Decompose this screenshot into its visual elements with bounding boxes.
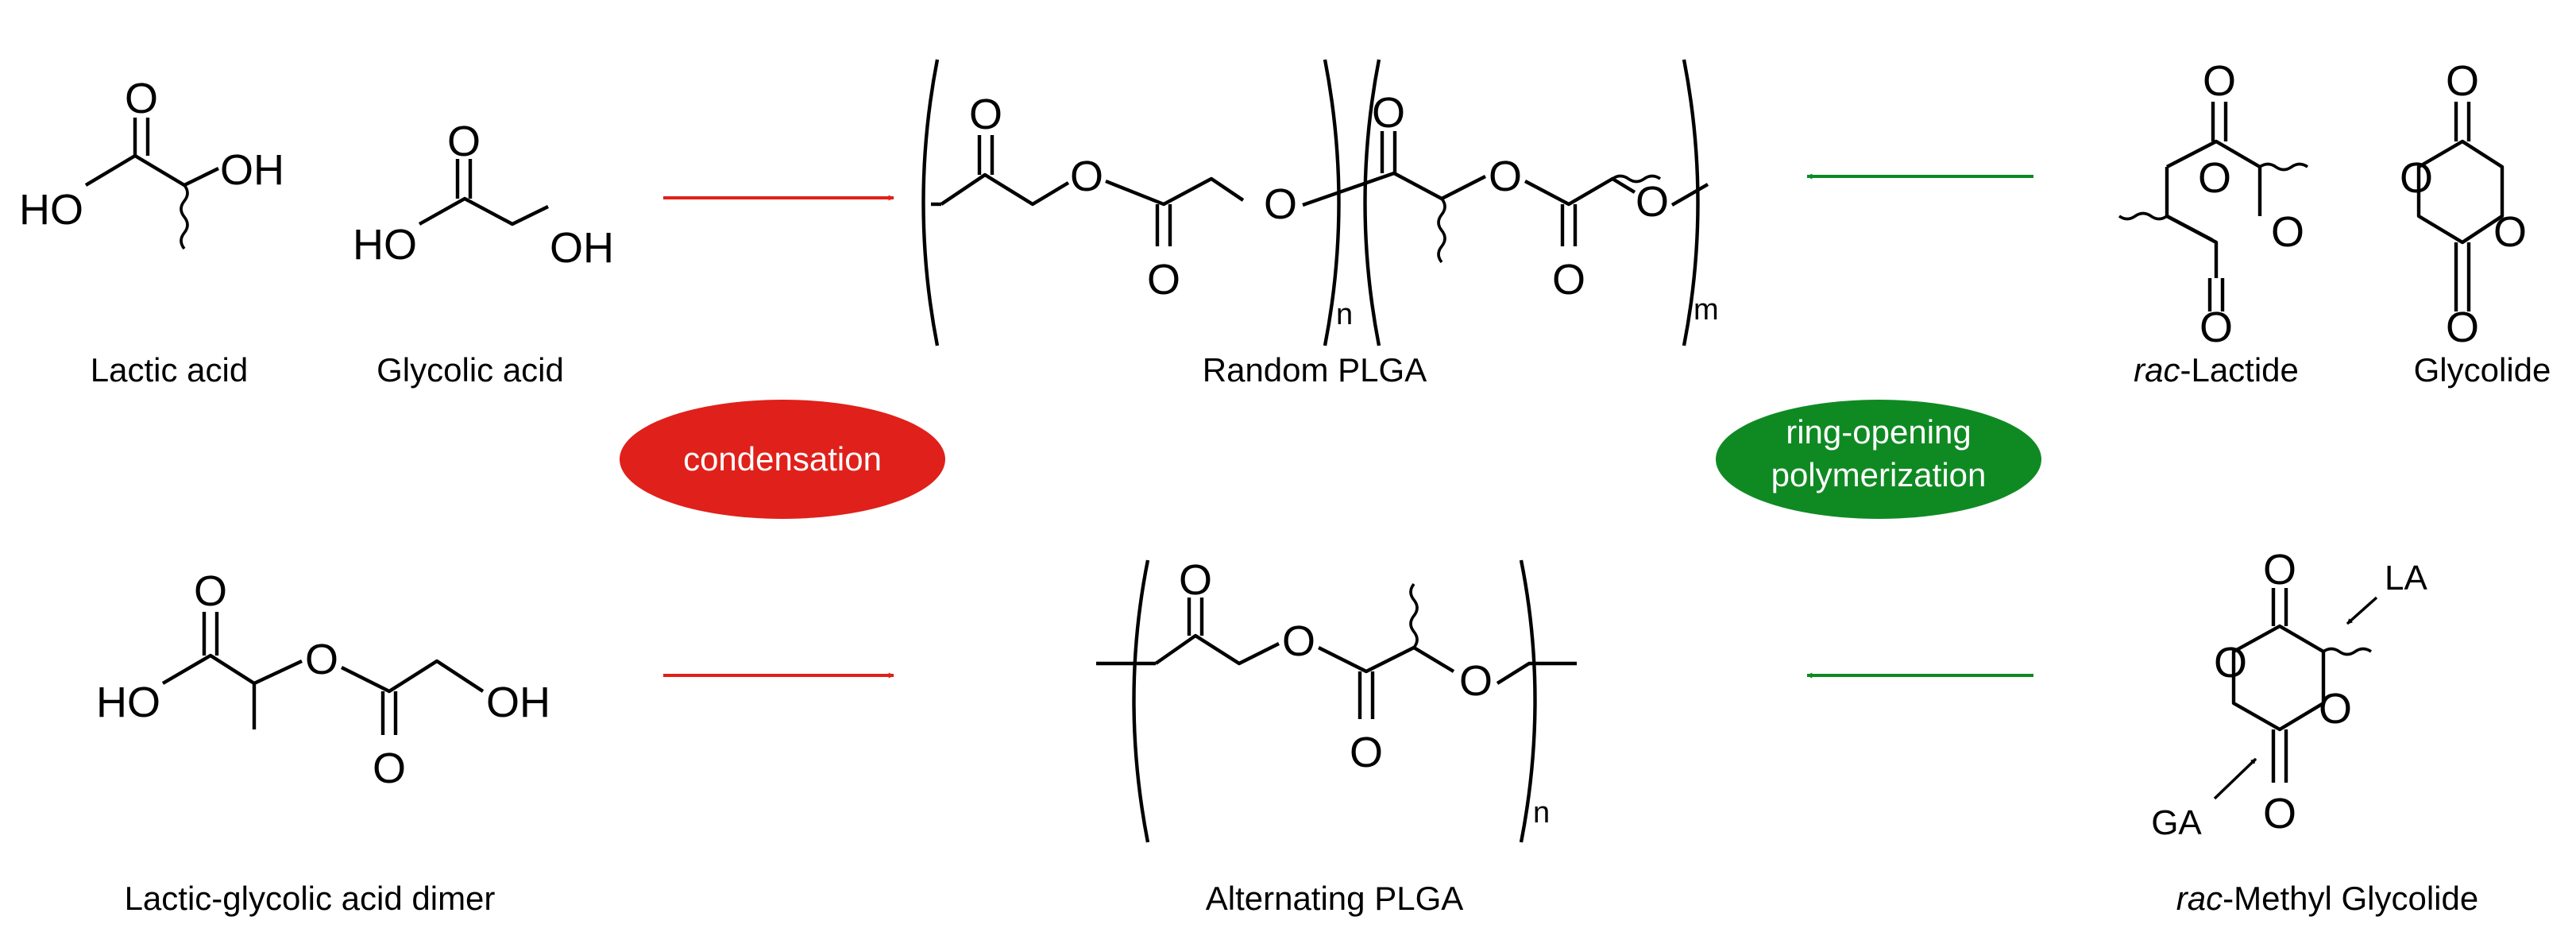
dimer-hydroxyl-ho: HO (96, 679, 160, 726)
rac-lactide-ring-o-bottom: O (2271, 208, 2304, 256)
rop-bubble: ring-opening polymerization (1716, 400, 2041, 519)
glycolide-label: Glycolide (2414, 351, 2551, 389)
rac-methyl-glycolide-structure: O O O O LA GA (2151, 546, 2427, 842)
glycolide-ring-o-right: O (2493, 208, 2527, 256)
glycolide-carbonyl-o-top: O (2446, 57, 2479, 105)
glycolide-carbonyl-o-bottom: O (2446, 304, 2479, 351)
alt-plga-subscript-n: n (1533, 796, 1550, 830)
rac-methyl-glycolide-label: rac-Methyl Glycolide (2176, 880, 2478, 917)
alt-plga-ester-o-1: O (1282, 617, 1315, 665)
alternating-plga-label: Alternating PLGA (1206, 880, 1464, 917)
condensation-bubble-shape (620, 400, 945, 519)
dimer-ester-o: O (305, 636, 338, 683)
random-plga-ester-o-4: O (1636, 178, 1669, 226)
mg-carbonyl-o-top: O (2263, 546, 2296, 594)
glycolic-acid-label: Glycolic acid (377, 351, 564, 389)
random-plga-ester-o-1: O (1070, 153, 1103, 200)
la-annotation: LA (2385, 559, 2427, 598)
alt-plga-ester-o-2: O (1459, 657, 1493, 705)
dimer-carbonyl-o-2: O (373, 745, 406, 792)
random-plga-subscript-n: n (1336, 298, 1353, 331)
dimer-carbonyl-o-1: O (194, 567, 227, 615)
rac-lactide-structure: O O O O (2118, 57, 2309, 351)
random-plga-carbonyl-o-2: O (1147, 256, 1180, 304)
rac-lactide-carbonyl-o-bottom: O (2199, 304, 2233, 351)
mg-ring-o-left: O (2214, 639, 2247, 687)
ga-annotation: GA (2151, 803, 2202, 842)
random-plga-ester-o-3: O (1489, 153, 1522, 200)
dimer-hydroxyl-oh: OH (486, 679, 550, 726)
glycolic-acid-carbonyl-o: O (447, 118, 481, 165)
random-plga-subscript-m: m (1694, 293, 1719, 327)
rac-mg-label-rest: -Methyl Glycolide (2223, 880, 2478, 917)
alternating-plga-structure: O O O O n (1096, 556, 1577, 843)
glycolide-ring-o-left: O (2400, 154, 2433, 202)
random-plga-carbonyl-o-4: O (1552, 256, 1585, 304)
rop-text-line1: ring-opening (1786, 413, 1972, 451)
glycolic-acid-structure: O HO OH (353, 118, 614, 272)
lactic-acid-hydroxyl-ho: HO (19, 186, 83, 234)
mg-ring-o-right: O (2319, 685, 2352, 733)
condensation-text: condensation (683, 440, 882, 478)
random-plga-ester-o-2: O (1264, 180, 1297, 228)
random-plga-structure: O O O O n O O O O m (921, 59, 1719, 346)
mg-carbonyl-o-bottom: O (2263, 790, 2296, 837)
rac-lactide-label-prefix: rac (2134, 351, 2180, 389)
lactic-acid-label: Lactic acid (91, 351, 248, 389)
rac-lactide-carbonyl-o-top: O (2203, 57, 2236, 105)
alt-plga-carbonyl-o-1: O (1179, 556, 1212, 604)
glycolic-acid-hydroxyl-oh: OH (550, 224, 614, 272)
dimer-structure: O HO O O OH (96, 567, 550, 792)
lactic-acid-carbonyl-o: O (125, 75, 158, 122)
rac-lactide-label-rest: -Lactide (2180, 351, 2298, 389)
glycolide-structure: O O O O (2400, 57, 2527, 351)
random-plga-label: Random PLGA (1203, 351, 1427, 389)
dimer-label: Lactic-glycolic acid dimer (125, 880, 496, 917)
random-plga-carbonyl-o-3: O (1372, 89, 1405, 137)
lactic-acid-structure: O HO OH (19, 75, 284, 250)
alt-plga-carbonyl-o-2: O (1350, 729, 1383, 776)
glycolic-acid-hydroxyl-ho: HO (353, 221, 417, 269)
rop-bubble-shape (1716, 400, 2041, 519)
rop-text-line2: polymerization (1771, 456, 1987, 493)
rac-mg-label-prefix: rac (2176, 880, 2223, 917)
condensation-bubble: condensation (620, 400, 945, 519)
rac-lactide-label: rac-Lactide (2134, 351, 2299, 389)
lactic-acid-hydroxyl-oh: OH (220, 146, 284, 194)
random-plga-carbonyl-o-1: O (969, 91, 1002, 138)
rac-lactide-ring-o-top: O (2198, 154, 2231, 202)
